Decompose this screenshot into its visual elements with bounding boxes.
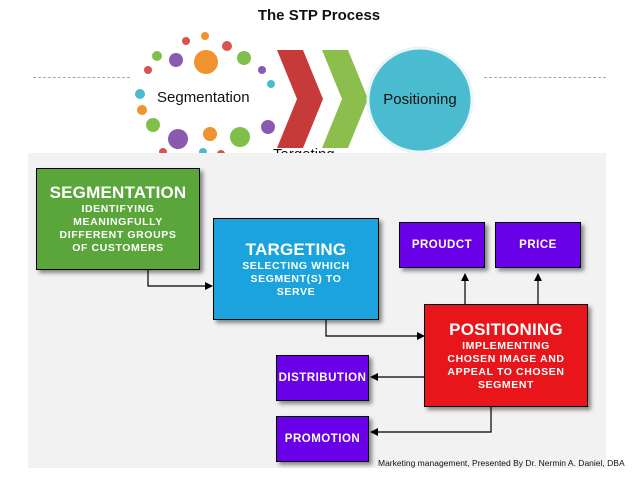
seg-to-target-arrow (147, 270, 213, 290)
targeting-line: SEGMENT(S) TO (250, 272, 342, 285)
dot (144, 66, 152, 74)
segmentation-box: SEGMENTATION IDENTIFYING MEANINGFULLY DI… (36, 168, 200, 270)
target-to-position-arrow (325, 320, 425, 340)
dot (237, 51, 251, 65)
dot (169, 53, 183, 67)
dot (222, 41, 232, 51)
positioning-line: SEGMENT (477, 378, 535, 391)
dot (137, 105, 147, 115)
segmentation-label: Segmentation (157, 89, 250, 106)
dot (203, 127, 217, 141)
segmentation-line: DIFFERENT GROUPS (59, 229, 177, 241)
segmentation-line: MEANINGFULLY (73, 216, 163, 228)
dot (182, 37, 190, 45)
dot (267, 80, 275, 88)
dot (261, 120, 275, 134)
price-box: PRICE (495, 222, 581, 268)
dot (230, 127, 250, 147)
targeting-line: SELECTING WHICH (242, 259, 350, 272)
distribution-box: DISTRIBUTION (276, 355, 369, 401)
targeting-box: TARGETING SELECTING WHICH SEGMENT(S) TO … (213, 218, 379, 320)
promotion-box: PROMOTION (276, 416, 369, 462)
dot (146, 118, 160, 132)
dot (135, 89, 145, 99)
positioning-line: IMPLEMENTING (462, 339, 550, 352)
left-dashed-divider (33, 77, 130, 78)
red-chevron (277, 50, 323, 148)
positioning-label: Positioning (383, 91, 457, 108)
right-dashed-divider (484, 77, 606, 78)
positioning-line: CHOSEN IMAGE AND (447, 352, 565, 365)
targeting-line: SERVE (276, 285, 316, 298)
stp-header-graphic (135, 32, 474, 158)
dot (258, 66, 266, 74)
segmentation-dot-cluster (135, 32, 275, 158)
product-box: PROUDCT (399, 222, 485, 268)
targeting-heading: TARGETING (245, 239, 347, 259)
dot (201, 32, 209, 40)
positioning-line: APPEAL TO CHOSEN (447, 365, 565, 378)
dot (168, 129, 188, 149)
positioning-circle (366, 46, 474, 154)
positioning-box: POSITIONING IMPLEMENTING CHOSEN IMAGE AN… (424, 304, 588, 407)
positioning-heading: POSITIONING (449, 319, 563, 339)
segmentation-line: OF CUSTOMERS (72, 242, 164, 254)
dot (194, 50, 218, 74)
segmentation-line: IDENTIFYING (81, 203, 155, 215)
footer-credit: Marketing management, Presented By Dr. N… (378, 458, 625, 468)
page-title: The STP Process (257, 7, 381, 24)
segmentation-heading: SEGMENTATION (49, 183, 187, 202)
dot (152, 51, 162, 61)
green-chevron (322, 50, 368, 148)
position-to-promotion-arrow (370, 407, 492, 436)
